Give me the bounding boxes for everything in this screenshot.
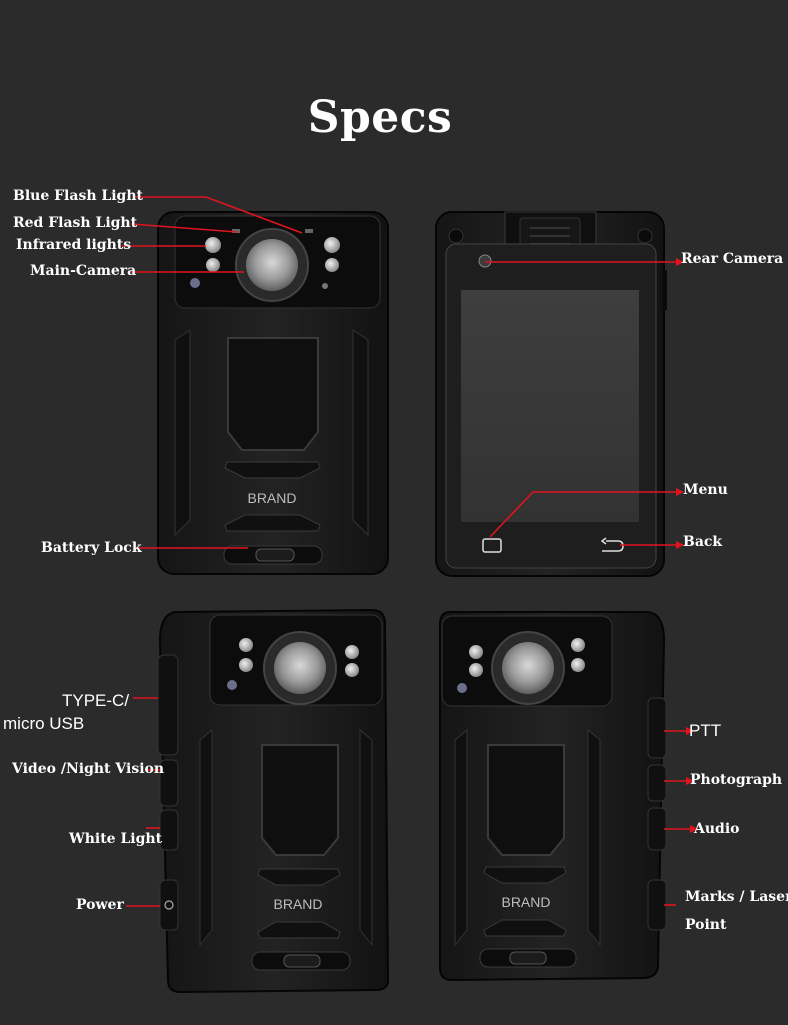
label-infrared-lights: Infrared lights [16, 237, 132, 253]
label-typec-line1: TYPE-C/ [62, 691, 130, 710]
label-white-light: White Light [69, 831, 163, 847]
audio-button[interactable] [647, 807, 667, 851]
device-front: BRAND [157, 211, 389, 575]
device-right-angle: BRAND [439, 611, 667, 982]
callout-arrowheads [676, 258, 698, 833]
label-main-camera: Main-Camera [30, 263, 137, 279]
back-button-icon[interactable] [600, 537, 624, 552]
device-left-angle: BRAND [157, 608, 390, 994]
label-power: Power [76, 897, 124, 913]
brand-mark: BRAND [501, 894, 550, 910]
label-menu: Menu [683, 482, 728, 498]
label-marks-laser: Marks / Laser [685, 889, 788, 905]
device-back [435, 211, 667, 577]
menu-button-icon[interactable] [482, 538, 502, 553]
brand-mark: BRAND [247, 490, 296, 506]
marks-laser-button[interactable] [647, 879, 667, 931]
label-video-night-vision: Video /Night Vision [12, 761, 165, 777]
page-title: Specs [307, 92, 453, 143]
ptt-button[interactable] [647, 697, 667, 759]
rear-camera-icon [478, 254, 492, 268]
power-button[interactable] [159, 879, 179, 931]
power-icon [164, 900, 174, 910]
label-blue-flash-light: Blue Flash Light [13, 188, 143, 204]
label-red-flash-light: Red Flash Light [13, 215, 138, 231]
label-rear-camera: Rear Camera [681, 251, 784, 267]
label-ptt: PTT [689, 721, 722, 740]
display-screen [461, 290, 639, 522]
label-point: Point [685, 917, 727, 933]
label-typec-line2: micro USB [3, 714, 85, 733]
label-back: Back [683, 534, 723, 550]
white-light-button[interactable] [159, 809, 179, 851]
callout-lines [122, 196, 690, 907]
label-photograph: Photograph [690, 772, 783, 788]
infrared-light-icon [205, 237, 221, 253]
typec-port[interactable] [157, 654, 179, 756]
label-audio: Audio [694, 821, 740, 837]
brand-mark: BRAND [273, 896, 322, 912]
video-night-button[interactable] [159, 759, 179, 807]
photograph-button[interactable] [647, 764, 667, 802]
label-battery-lock: Battery Lock [41, 540, 142, 556]
